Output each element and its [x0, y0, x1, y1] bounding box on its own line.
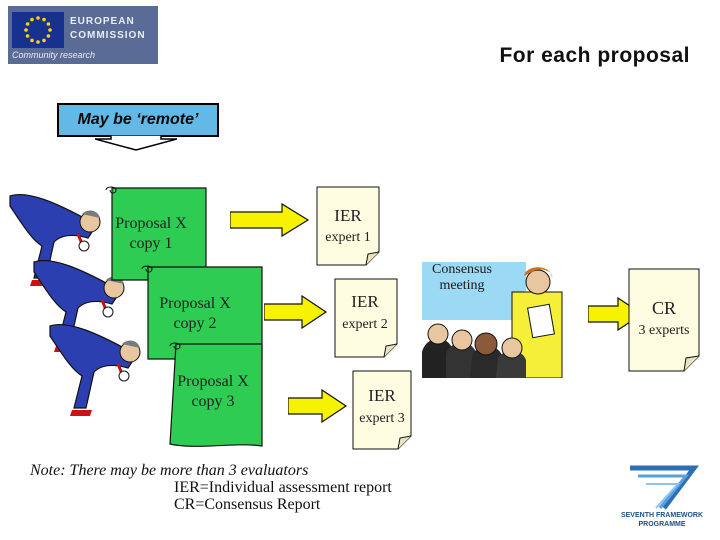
- fp7-line2: PROGRAMME: [638, 521, 686, 528]
- cr-line2: 3 experts: [638, 323, 690, 338]
- ier-2-line2: expert 2: [342, 317, 388, 332]
- ier-2-text: IER expert 2: [332, 292, 398, 333]
- proposal-2-line1: Proposal X: [159, 295, 231, 312]
- consensus-text: Consensus meeting: [422, 262, 502, 294]
- note-block: Note: There may be more than 3 evaluator…: [30, 462, 392, 513]
- logo-line2: COMMISSION: [70, 30, 146, 41]
- consensus-meeting-illustration: [422, 262, 563, 378]
- proposal-3-text: Proposal X copy 3: [168, 372, 258, 412]
- fp7-logo: SEVENTH FRAMEWORK PROGRAMME: [614, 462, 710, 534]
- proposal-scroll-1: [105, 186, 207, 281]
- evaluator-3-icon: [49, 324, 141, 416]
- ier-document-3: [352, 370, 412, 450]
- cr-text: CR 3 experts: [622, 298, 706, 339]
- proposal-2-line2: copy 2: [173, 315, 217, 332]
- arrow-right-icon-1: [230, 202, 310, 238]
- logo-subtitle: Community research: [12, 50, 96, 60]
- fp7-line1: SEVENTH FRAMEWORK: [620, 512, 704, 519]
- ier-3-line1: IER: [368, 386, 396, 405]
- note-line2: IER=Individual assessment report: [174, 479, 392, 496]
- eu-flag-icon: [12, 12, 64, 48]
- ier-2-line1: IER: [351, 292, 379, 311]
- note-line3: CR=Consensus Report: [174, 496, 321, 513]
- remote-label-box: May be ‘remote’: [57, 103, 219, 137]
- proposal-scroll-3: [169, 342, 263, 447]
- logo-line1: EUROPEAN: [70, 16, 135, 27]
- proposal-2-text: Proposal X copy 2: [140, 294, 250, 334]
- ier-1-text: IER expert 1: [316, 206, 380, 246]
- slide-title: For each proposal: [499, 44, 690, 67]
- cr-document: [628, 268, 700, 372]
- proposal-3-line2: copy 3: [191, 393, 235, 410]
- ier-3-line2: expert 3: [359, 411, 405, 426]
- audience-icon: [422, 323, 526, 378]
- european-commission-logo: EUROPEAN COMMISSION Community research: [8, 6, 158, 64]
- ier-document-1: [316, 186, 380, 266]
- evaluator-1-icon: [9, 194, 101, 286]
- proposal-1-text: Proposal X copy 1: [104, 214, 198, 254]
- consensus-line1: Consensus: [432, 262, 492, 277]
- arrow-right-icon-3: [288, 388, 348, 424]
- arrow-right-icon-2: [264, 294, 328, 330]
- cr-line1: CR: [651, 298, 676, 318]
- down-arrow-icon: [95, 135, 177, 151]
- remote-label: May be ‘remote’: [77, 111, 199, 128]
- ier-1-line2: expert 1: [325, 230, 371, 245]
- ier-1-line1: IER: [334, 206, 362, 225]
- note-line1: Note: There may be more than 3 evaluator…: [30, 462, 309, 479]
- ier-3-text: IER expert 3: [352, 386, 412, 427]
- consensus-line2: meeting: [439, 278, 485, 293]
- proposal-3-line1: Proposal X: [177, 373, 249, 390]
- proposal-1-line2: copy 1: [129, 235, 173, 252]
- ier-document-2: [334, 278, 398, 358]
- proposal-1-line1: Proposal X: [115, 215, 187, 232]
- fp7-seven-icon: [630, 465, 699, 510]
- evaluators-illustration: [9, 194, 141, 416]
